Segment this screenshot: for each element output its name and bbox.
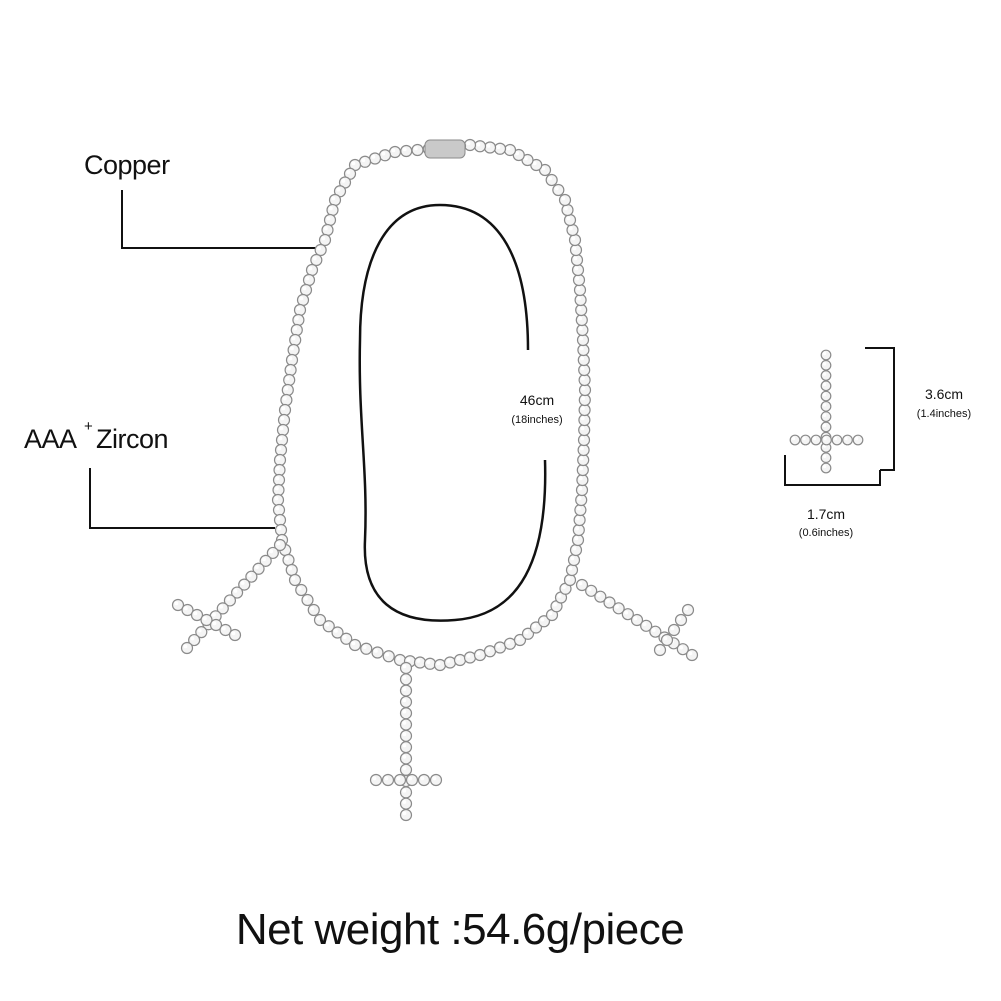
zircon-plus: + — [84, 418, 93, 435]
zircon-leader-line — [89, 468, 275, 529]
length-measure-loop — [358, 203, 547, 622]
cross-pendant-icon — [789, 349, 864, 474]
copper-leader-line — [121, 190, 318, 249]
zircon-label: AAA — [24, 424, 77, 455]
height-dimension-line — [865, 347, 895, 471]
length-cm: 46cm — [519, 392, 555, 408]
zircon-suffix: Zircon — [96, 424, 169, 454]
cross-pendants — [171, 538, 699, 822]
pendant-height-cm: 3.6cm — [924, 386, 964, 402]
width-dimension-line — [784, 455, 881, 486]
pendant-width-cm: 1.7cm — [806, 506, 846, 522]
necklace-photo — [271, 138, 592, 672]
length-in: (18inches) — [511, 414, 563, 426]
net-weight-caption: Net weight :54.6g/piece — [235, 905, 685, 954]
pendant-height-in: (1.4inches) — [916, 408, 972, 420]
copper-label: Copper — [84, 150, 170, 180]
pendant-width-in: (0.6inches) — [798, 527, 854, 539]
zircon-prefix: AAA — [24, 424, 77, 454]
